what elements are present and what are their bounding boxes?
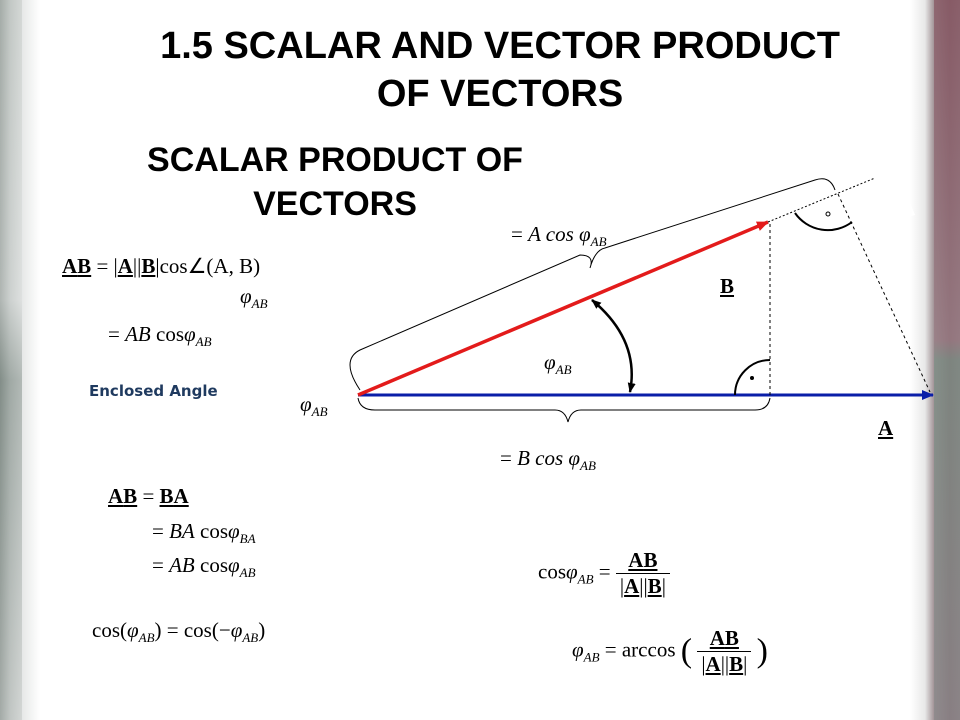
a-projection-dashed bbox=[837, 193, 931, 393]
brace-a-projection bbox=[349, 178, 836, 391]
formula-phi-underbrace-label: φAB bbox=[240, 284, 268, 312]
right-angle-dot-2 bbox=[825, 211, 831, 217]
arccos-fraction: AB |A||B| bbox=[697, 626, 752, 677]
subtitle-line-2: VECTORS bbox=[253, 185, 417, 223]
slide-subtitle: SCALAR PRODUCT OF VECTORS bbox=[85, 138, 585, 226]
title-line-2: OF VECTORS bbox=[376, 73, 624, 115]
formula-ab-cos-phi-2: = AB cosφAB bbox=[152, 553, 256, 581]
subtitle-line-1: SCALAR PRODUCT OF bbox=[147, 141, 523, 179]
right-angle-dot-1 bbox=[750, 376, 754, 380]
slide-title: 1.5 SCALAR AND VECTOR PRODUCT OF VECTORS bbox=[70, 22, 930, 118]
slide-edge-left bbox=[0, 0, 22, 720]
formula-ba-cos-phi: = BA cosφBA bbox=[152, 519, 256, 547]
b-extension-dashed bbox=[767, 177, 876, 223]
label-a-cos-phi: = A cos φAB bbox=[511, 222, 607, 250]
label-phi-ab-arc: φAB bbox=[544, 350, 572, 378]
formula-phi-arccos: φAB = arccos ( AB |A||B| ) bbox=[572, 626, 768, 677]
cos-fraction: AB |A||B| bbox=[615, 548, 670, 599]
formula-commutative: AB = BA bbox=[108, 484, 189, 508]
slide-edge-right bbox=[934, 0, 960, 720]
formula-cos-phi-fraction: cosφAB = AB |A||B| bbox=[538, 548, 670, 599]
label-phi-ab-enclosed: φAB bbox=[300, 392, 328, 420]
title-line-1: 1.5 SCALAR AND VECTOR PRODUCT bbox=[160, 25, 840, 67]
enclosed-angle-label: Enclosed Angle bbox=[89, 382, 218, 400]
brace-b-projection bbox=[357, 397, 771, 423]
label-vector-a: A bbox=[878, 416, 894, 440]
formula-ab-cos-phi: = AB cosφAB bbox=[108, 322, 212, 350]
right-angle-mark-2 bbox=[794, 212, 853, 232]
white-panel bbox=[790, 130, 915, 242]
vector-b-arrow bbox=[357, 220, 769, 397]
label-b-cos-phi: = B cos φAB bbox=[500, 446, 596, 474]
right-angle-mark-1 bbox=[734, 359, 771, 396]
formula-dot-definition: AB = |A||B|cos∠(A, B) bbox=[62, 254, 261, 278]
formula-cos-even: cos(φAB) = cos(−φAB) bbox=[92, 618, 266, 646]
angle-arc-arrow bbox=[591, 299, 636, 393]
label-vector-b: B bbox=[720, 274, 735, 298]
